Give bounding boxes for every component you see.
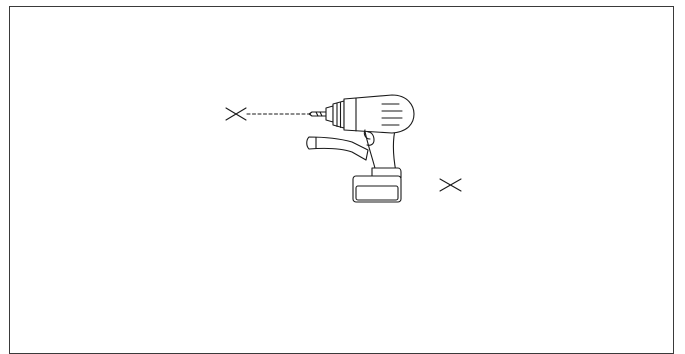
diagram-frame [9, 6, 674, 354]
cordless-drill-icon [306, 94, 415, 203]
reference-cross-mark [439, 178, 462, 192]
target-cross-mark [225, 107, 247, 121]
